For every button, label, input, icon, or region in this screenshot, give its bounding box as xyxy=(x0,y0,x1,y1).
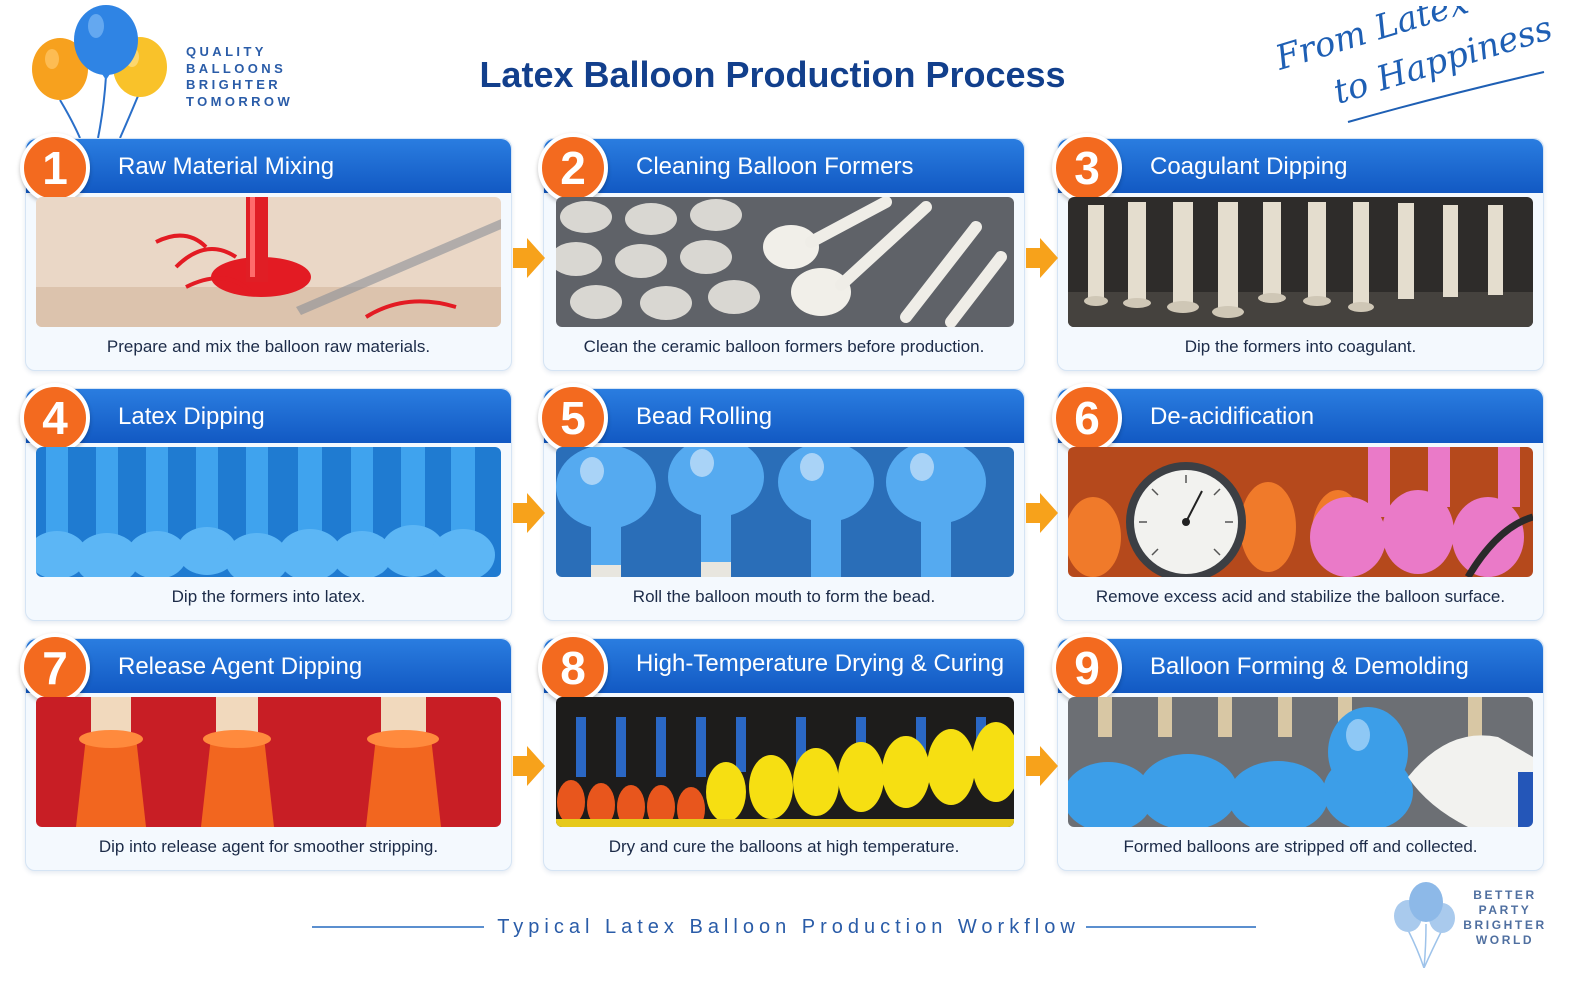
footer-tagline-line: BRIGHTER xyxy=(1463,918,1547,932)
footer-tagline-line: WORLD xyxy=(1475,933,1535,947)
step-title: Cleaning Balloon Formers xyxy=(636,153,914,180)
step-title: Bead Rolling xyxy=(636,403,773,430)
slogan: From Latex to Happiness xyxy=(1270,6,1557,123)
card-header xyxy=(544,139,1024,193)
step-number-badge: 5 xyxy=(538,383,608,453)
page-title: Latex Balloon Production Process xyxy=(479,54,1066,95)
step-card-7: Release Agent Dipping 7 Dip into release… xyxy=(20,633,512,871)
card-header xyxy=(26,389,511,443)
step-caption: Dip the formers into latex. xyxy=(171,587,366,606)
step-photo xyxy=(556,197,1014,327)
step-card-5: Bead Rolling 5 Roll the balloon mouth to… xyxy=(538,383,1025,621)
footer-tagline-line: PARTY xyxy=(1478,903,1532,917)
step-photo xyxy=(1068,697,1533,827)
footer-divider-right xyxy=(1086,926,1256,928)
tagline-line: TOMORROW xyxy=(186,93,294,109)
step-number-badge: 3 xyxy=(1052,133,1122,203)
step-title: Release Agent Dipping xyxy=(118,653,363,680)
step-caption: Dip into release agent for smoother stri… xyxy=(98,837,439,856)
step-number-badge: 2 xyxy=(538,133,608,203)
step-photo xyxy=(556,697,1014,827)
step-photo xyxy=(36,697,501,827)
step-caption: Clean the ceramic balloon formers before… xyxy=(583,337,985,356)
step-card-4: Latex Dipping 4 Dip the formers into lat… xyxy=(20,383,512,621)
step-caption: Roll the balloon mouth to form the bead. xyxy=(632,587,936,606)
step-card-6: De-acidification 6 xyxy=(1052,383,1544,621)
step-number-badge: 8 xyxy=(538,633,608,703)
step-card-8: High-Temperature Drying & Curing 8 Dry a… xyxy=(538,633,1025,871)
step-card-2: Cleaning Balloon Formers 2 Clean the cer… xyxy=(538,133,1025,371)
step-card-9: Balloon Forming & Demolding 9 Formed bal… xyxy=(1052,633,1544,871)
step-number-badge: 1 xyxy=(20,133,90,203)
arrow-right-icon xyxy=(1026,746,1058,786)
card-header xyxy=(1058,139,1543,193)
footer-tagline-line: BETTER xyxy=(1473,888,1537,902)
card-header xyxy=(544,639,1024,693)
footer-workflow-label: Typical Latex Balloon Production Workflo… xyxy=(497,916,1080,938)
logo-tagline: QUALITY BALLOONS BRIGHTER TOMORROW xyxy=(186,44,293,110)
arrow-right-icon xyxy=(513,238,545,278)
step-number-badge: 6 xyxy=(1052,383,1122,453)
step-title: Coagulant Dipping xyxy=(1150,153,1348,180)
step-number-badge: 4 xyxy=(20,383,90,453)
step-title: High-Temperature Drying & Curing xyxy=(636,650,1005,677)
step-caption: Dip the formers into coagulant. xyxy=(1184,337,1417,356)
step-photo xyxy=(556,447,1014,577)
step-number-badge: 9 xyxy=(1052,633,1122,703)
balloon-cluster-logo xyxy=(32,5,167,138)
tagline-line: BRIGHTER xyxy=(186,77,282,92)
arrow-right-icon xyxy=(1026,238,1058,278)
step-caption: Prepare and mix the balloon raw material… xyxy=(106,337,431,356)
step-photo xyxy=(36,447,501,577)
step-title: De-acidification xyxy=(1150,403,1315,430)
card-header xyxy=(1058,389,1543,443)
step-number-badge: 7 xyxy=(20,633,90,703)
step-photo xyxy=(1068,197,1533,327)
step-card-3: Coagulant Dipping 3 Dip the formers into… xyxy=(1052,133,1544,371)
step-caption: Dry and cure the balloons at high temper… xyxy=(608,837,960,856)
step-card-1: Raw Material Mixing 1 Prepare and mix th… xyxy=(20,133,512,371)
tagline-line: QUALITY xyxy=(186,44,267,59)
footer-tagline: BETTER PARTY BRIGHTER WORLD xyxy=(1462,888,1548,948)
arrow-right-icon xyxy=(513,746,545,786)
card-header xyxy=(26,639,511,693)
step-title: Balloon Forming & Demolding xyxy=(1150,653,1469,680)
step-photo xyxy=(1068,447,1533,577)
step-title: Latex Dipping xyxy=(118,403,265,430)
card-header xyxy=(26,139,511,193)
footer-divider-left xyxy=(312,926,484,928)
card-header xyxy=(1058,639,1543,693)
step-caption: Remove excess acid and stabilize the bal… xyxy=(1095,587,1506,606)
step-caption: Formed balloons are stripped off and col… xyxy=(1123,837,1478,856)
balloon-cluster-logo xyxy=(1394,882,1455,968)
step-photo xyxy=(36,197,501,327)
step-title: Raw Material Mixing xyxy=(118,153,335,180)
arrow-right-icon xyxy=(1026,493,1058,533)
card-header xyxy=(544,389,1024,443)
arrow-right-icon xyxy=(513,493,545,533)
tagline-line: BALLOONS xyxy=(186,60,287,76)
pressure-gauge-icon xyxy=(1126,462,1246,577)
